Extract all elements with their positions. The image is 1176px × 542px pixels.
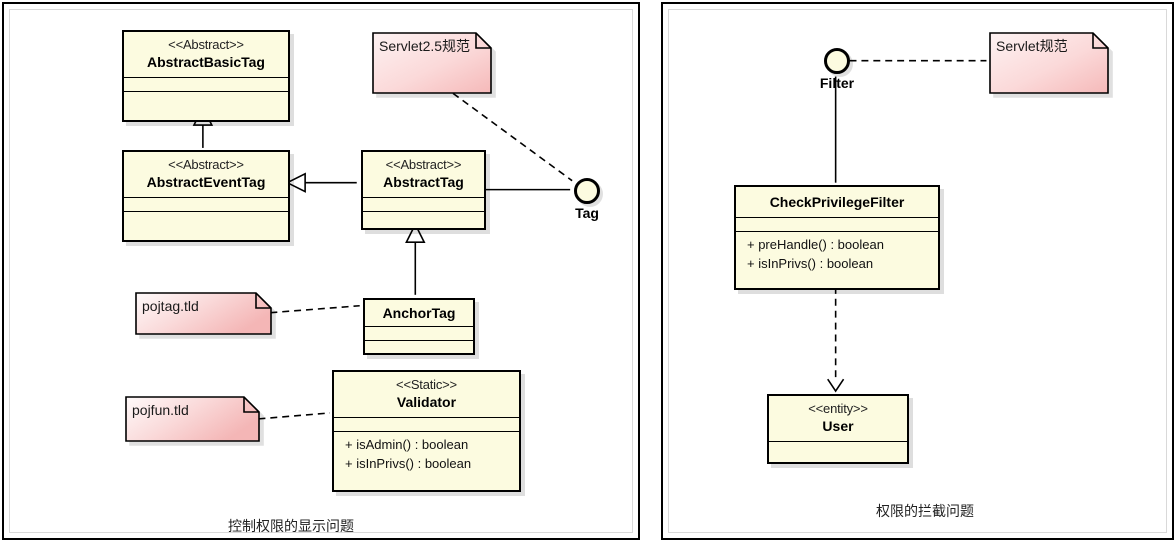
class-stereotype: <<Static>> bbox=[396, 377, 457, 392]
class-name: AbstractBasicTag bbox=[146, 54, 265, 70]
class-stereotype: <<Abstract>> bbox=[168, 157, 244, 172]
note-pojfun[interactable]: pojfun.tld bbox=[125, 396, 260, 442]
note-text: pojtag.tld bbox=[142, 298, 199, 314]
note-servlet[interactable]: Servlet规范 bbox=[989, 32, 1109, 94]
class-stereotype: <<Abstract>> bbox=[385, 157, 462, 172]
note-servlet25[interactable]: Servlet2.5规范 bbox=[372, 32, 492, 94]
class-attributes-compartment bbox=[365, 327, 473, 341]
operation-row: + isAdmin() : boolean bbox=[345, 437, 469, 452]
class-header: CheckPrivilegeFilter bbox=[736, 187, 938, 218]
class-operations-compartment bbox=[124, 212, 288, 226]
class-anchor-tag[interactable]: AnchorTag bbox=[363, 298, 475, 355]
left-panel-connectors bbox=[192, 92, 573, 420]
class-name: AbstractEventTag bbox=[146, 174, 266, 190]
class-attributes-compartment bbox=[363, 198, 484, 212]
interface-tag[interactable]: Tag bbox=[574, 178, 600, 221]
note-text: pojfun.tld bbox=[132, 402, 189, 418]
class-name: CheckPrivilegeFilter bbox=[769, 194, 905, 210]
left-panel-caption: 控制权限的显示问题 bbox=[228, 519, 354, 535]
interface-filter[interactable]: Filter bbox=[820, 48, 854, 91]
class-header: <<Abstract>> AbstractBasicTag bbox=[124, 32, 288, 78]
class-check-privilege-filter[interactable]: CheckPrivilegeFilter + preHandle() : boo… bbox=[734, 185, 940, 290]
class-operations-compartment: + isAdmin() : boolean + isInPrivs() : bo… bbox=[334, 432, 519, 476]
note-pojtag[interactable]: pojtag.tld bbox=[135, 292, 272, 335]
class-validator[interactable]: <<Static>> Validator + isAdmin() : boole… bbox=[332, 370, 521, 492]
class-name: User bbox=[822, 418, 854, 434]
interface-label: Tag bbox=[575, 205, 599, 221]
class-operations-compartment bbox=[365, 341, 473, 355]
interface-circle-icon bbox=[824, 48, 850, 74]
class-stereotype: <<Abstract>> bbox=[168, 37, 244, 52]
class-attributes-compartment bbox=[769, 442, 907, 455]
interface-label: Filter bbox=[819, 75, 855, 91]
class-abstract-tag[interactable]: <<Abstract>> AbstractTag bbox=[361, 150, 486, 230]
class-attributes-compartment bbox=[736, 218, 938, 232]
note-text: Servlet2.5规范 bbox=[379, 38, 471, 54]
class-header: <<Static>> Validator bbox=[334, 372, 519, 418]
class-name: Validator bbox=[396, 394, 457, 410]
interface-circle-icon bbox=[574, 178, 600, 204]
class-operations-compartment bbox=[363, 212, 484, 226]
operation-row: + isInPrivs() : boolean bbox=[747, 256, 874, 271]
class-header: <<entity>> User bbox=[769, 396, 907, 442]
class-name: AnchorTag bbox=[382, 305, 456, 321]
class-abstract-event-tag[interactable]: <<Abstract>> AbstractEventTag bbox=[122, 150, 290, 242]
class-abstract-basic-tag[interactable]: <<Abstract>> AbstractBasicTag bbox=[122, 30, 290, 122]
operation-row: + isInPrivs() : boolean bbox=[345, 456, 472, 471]
class-attributes-compartment bbox=[124, 198, 288, 212]
right-panel-connectors bbox=[827, 59, 987, 393]
class-operations-compartment bbox=[124, 92, 288, 106]
class-attributes-compartment bbox=[124, 78, 288, 92]
right-panel-caption: 权限的拦截问题 bbox=[876, 504, 974, 520]
class-attributes-compartment bbox=[334, 418, 519, 432]
class-operations-compartment: + preHandle() : boolean + isInPrivs() : … bbox=[736, 232, 938, 276]
left-diagram-panel: <<Abstract>> AbstractBasicTag <<Abstract… bbox=[2, 2, 640, 540]
class-header: <<Abstract>> AbstractTag bbox=[363, 152, 484, 198]
operation-row: + preHandle() : boolean bbox=[747, 237, 884, 252]
class-user[interactable]: <<entity>> User bbox=[767, 394, 909, 464]
class-header: AnchorTag bbox=[365, 300, 473, 327]
class-header: <<Abstract>> AbstractEventTag bbox=[124, 152, 288, 198]
class-stereotype: <<entity>> bbox=[808, 401, 868, 416]
right-diagram-panel: CheckPrivilegeFilter + preHandle() : boo… bbox=[661, 2, 1174, 540]
note-text: Servlet规范 bbox=[996, 38, 1068, 54]
class-name: AbstractTag bbox=[383, 174, 464, 190]
